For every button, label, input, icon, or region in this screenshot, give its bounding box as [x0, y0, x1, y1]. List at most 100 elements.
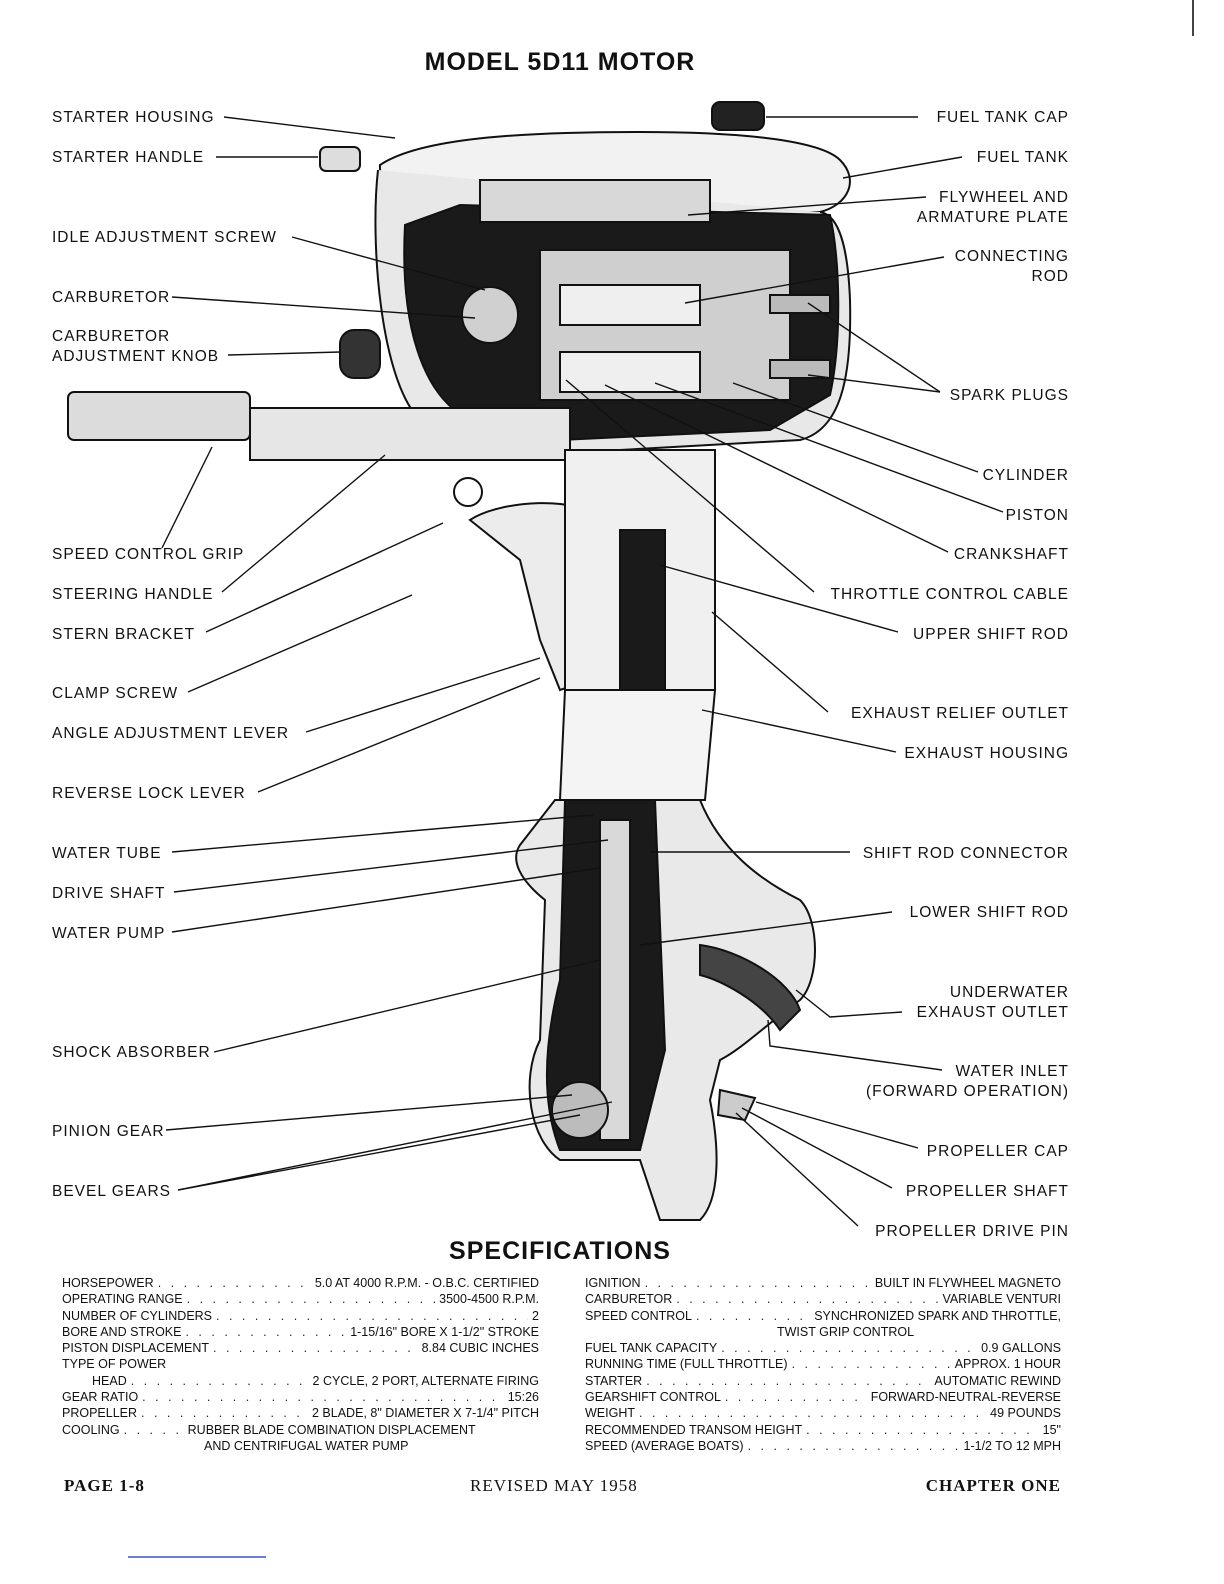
spec-row: COOLING. . . . . . . . . . . . . . . . .… — [62, 1422, 539, 1438]
label-idle-adjustment-screw: IDLE ADJUSTMENT SCREW — [52, 229, 277, 246]
spec-row: GEAR RATIO. . . . . . . . . . . . . . . … — [62, 1389, 539, 1405]
label-throttle-control-cable: THROTTLE CONTROL CABLE — [830, 586, 1069, 603]
label-propeller-drive-pin: PROPELLER DRIVE PIN — [875, 1223, 1069, 1240]
spec-value: 49 POUNDS — [990, 1406, 1061, 1421]
label-starter-handle: STARTER HANDLE — [52, 149, 205, 166]
label-angle-adjustment-lever: ANGLE ADJUSTMENT LEVER — [52, 725, 290, 742]
spec-leader-dots: . . . . . . . . . . . . . . . . . . . . … — [216, 1308, 528, 1323]
label-lower-shift-rod: LOWER SHIFT ROD — [909, 904, 1069, 921]
spec-leader-dots: . . . . . . . . . . . . . . . . . . . . … — [644, 1276, 871, 1290]
spec-label: GEARSHIFT CONTROL — [585, 1390, 721, 1405]
spec-label: STARTER — [585, 1373, 643, 1388]
label-drive-shaft: DRIVE SHAFT — [52, 885, 166, 902]
powerhead-body-shape — [374, 169, 852, 453]
spec-label: HEAD — [92, 1373, 127, 1388]
spec-label: RECOMMENDED TRANSOM HEIGHT — [585, 1422, 803, 1437]
spark-plug-shape — [769, 294, 831, 314]
page-title: MODEL 5D11 MOTOR — [424, 48, 696, 76]
leader-bevel-gears-2 — [177, 1101, 613, 1191]
leader-carburetor-adjustment-knob — [227, 351, 341, 356]
label-fuel-tank: FUEL TANK — [976, 149, 1069, 166]
label-propeller-cap: PROPELLER CAP — [926, 1143, 1069, 1160]
spec-row: RECOMMENDED TRANSOM HEIGHT. . . . . . . … — [585, 1422, 1061, 1438]
spec-leader-dots: . . . . . . . . . . . . . . . . . . . . … — [213, 1341, 418, 1356]
label-carburetor: CARBURETOR — [52, 289, 171, 306]
spec-label: OPERATING RANGE — [62, 1292, 183, 1307]
spec-value: 2 CYCLE, 2 PORT, ALTERNATE FIRING — [312, 1373, 539, 1388]
leader-steering-handle — [221, 454, 386, 593]
leader-speed-control-grip — [161, 446, 213, 549]
propeller-cap-shape — [716, 1088, 757, 1122]
spec-label: TYPE OF POWER — [62, 1357, 167, 1372]
leader-underwater-exhaust-outlet — [795, 989, 903, 1018]
label-spark-plugs: SPARK PLUGS — [949, 387, 1069, 404]
spec-value: APPROX. 1 HOUR — [954, 1357, 1061, 1372]
leader-throttle-control-cable — [565, 379, 815, 593]
spec-row: OPERATING RANGE. . . . . . . . . . . . .… — [62, 1291, 539, 1307]
spec-value: BUILT IN FLYWHEEL MAGNETO — [874, 1276, 1061, 1290]
leader-propeller-drive-pin — [735, 1112, 859, 1227]
spec-row: RUNNING TIME (FULL THROTTLE). . . . . . … — [585, 1356, 1061, 1372]
spec-value: 15:26 — [507, 1390, 539, 1405]
spec-label: NUMBER OF CYLINDERS — [62, 1308, 213, 1323]
spec-leader-dots: . . . . . . . . . . . . . . . . . . . . … — [646, 1373, 930, 1388]
spec-label: RUNNING TIME (FULL THROTTLE) — [585, 1357, 788, 1372]
spec-leader-dots: . . . . . . . . . . . . . . . . . . . . … — [639, 1406, 986, 1421]
footer-page-number: PAGE 1-8 — [64, 1476, 145, 1495]
spec-row: PISTON DISPLACEMENT. . . . . . . . . . .… — [62, 1340, 539, 1356]
speed-grip-shape — [67, 391, 251, 441]
label-crankshaft: CRANKSHAFT — [953, 546, 1069, 563]
spec-leader-dots: . . . . . . . . . . . . . . . . . . . . … — [186, 1292, 436, 1307]
engine-block-dark — [403, 203, 840, 442]
spec-label: SPEED (AVERAGE BOATS) — [585, 1438, 744, 1453]
leader-cylinder — [732, 382, 979, 473]
spec-row: NUMBER OF CYLINDERS. . . . . . . . . . .… — [62, 1308, 539, 1324]
leader-shock-absorber — [213, 959, 601, 1053]
spec-label: CARBURETOR — [585, 1292, 673, 1307]
label-water-pump: WATER PUMP — [52, 925, 166, 942]
spec-row: FUEL TANK CAPACITY. . . . . . . . . . . … — [585, 1340, 1061, 1356]
leader-carburetor — [171, 296, 476, 319]
spec-leader-dots: . . . . . . . . . . . . . . . . . . . . … — [123, 1422, 184, 1437]
label-connecting-rod: CONNECTING ROD — [954, 248, 1069, 285]
piston-top-shape — [559, 284, 701, 326]
label-upper-shift-rod: UPPER SHIFT ROD — [913, 626, 1069, 643]
spec-label: GEAR RATIO — [62, 1390, 139, 1405]
spec-leader-dots: . . . . . . . . . . . . . . . . . . . . … — [747, 1438, 960, 1453]
spec-leader-dots: . . . . . . . . . . . . . . . . . . . . … — [142, 1390, 504, 1405]
cylinder-block-shape — [539, 249, 791, 401]
leader-fuel-tank — [842, 156, 963, 179]
label-steering-handle: STEERING HANDLE — [52, 586, 214, 603]
fuel-tank-shape — [378, 130, 851, 213]
lower-unit-shape — [515, 799, 816, 1221]
spec-continuation: AND CENTRIFUGAL WATER PUMP — [204, 1438, 409, 1453]
label-flywheel-and-armature-plate: FLYWHEEL AND ARMATURE PLATE — [916, 189, 1069, 226]
spec-value: 3500-4500 R.P.M. — [439, 1292, 539, 1307]
spec-value: 1-1/2 TO 12 MPH — [963, 1438, 1062, 1453]
label-piston: PISTON — [1005, 507, 1069, 524]
scan-rule — [128, 1556, 266, 1558]
label-exhaust-housing: EXHAUST HOUSING — [904, 745, 1069, 762]
carburetor-shape — [461, 286, 519, 344]
spec-row: STARTER. . . . . . . . . . . . . . . . .… — [585, 1373, 1061, 1389]
spec-value: FORWARD-NEUTRAL-REVERSE — [870, 1390, 1061, 1405]
leader-stern-bracket — [205, 522, 444, 633]
steering-arm-shape — [249, 407, 571, 461]
leader-idle-adjustment-screw — [291, 236, 486, 291]
leader-drive-shaft — [173, 839, 609, 893]
spec-value: VARIABLE VENTURI — [942, 1292, 1061, 1307]
spec-row: SPEED (AVERAGE BOATS). . . . . . . . . .… — [585, 1438, 1061, 1454]
label-propeller-shaft: PROPELLER SHAFT — [905, 1183, 1069, 1200]
spec-row: CARBURETOR. . . . . . . . . . . . . . . … — [585, 1291, 1061, 1307]
piston-bottom-shape — [559, 351, 701, 393]
leader-reverse-lock-lever — [257, 677, 541, 793]
spec-row: IGNITION. . . . . . . . . . . . . . . . … — [585, 1275, 1061, 1291]
upper-shift-rod-dark — [619, 529, 666, 701]
footer-chapter: CHAPTER ONE — [925, 1476, 1061, 1495]
leader-lower-shift-rod — [639, 911, 893, 946]
pinion-gear-shape — [551, 1081, 609, 1139]
spec-value: 0.9 GALLONS — [981, 1341, 1061, 1356]
leader-connecting-rod — [684, 256, 945, 304]
spec-label: SPEED CONTROL — [585, 1308, 692, 1323]
